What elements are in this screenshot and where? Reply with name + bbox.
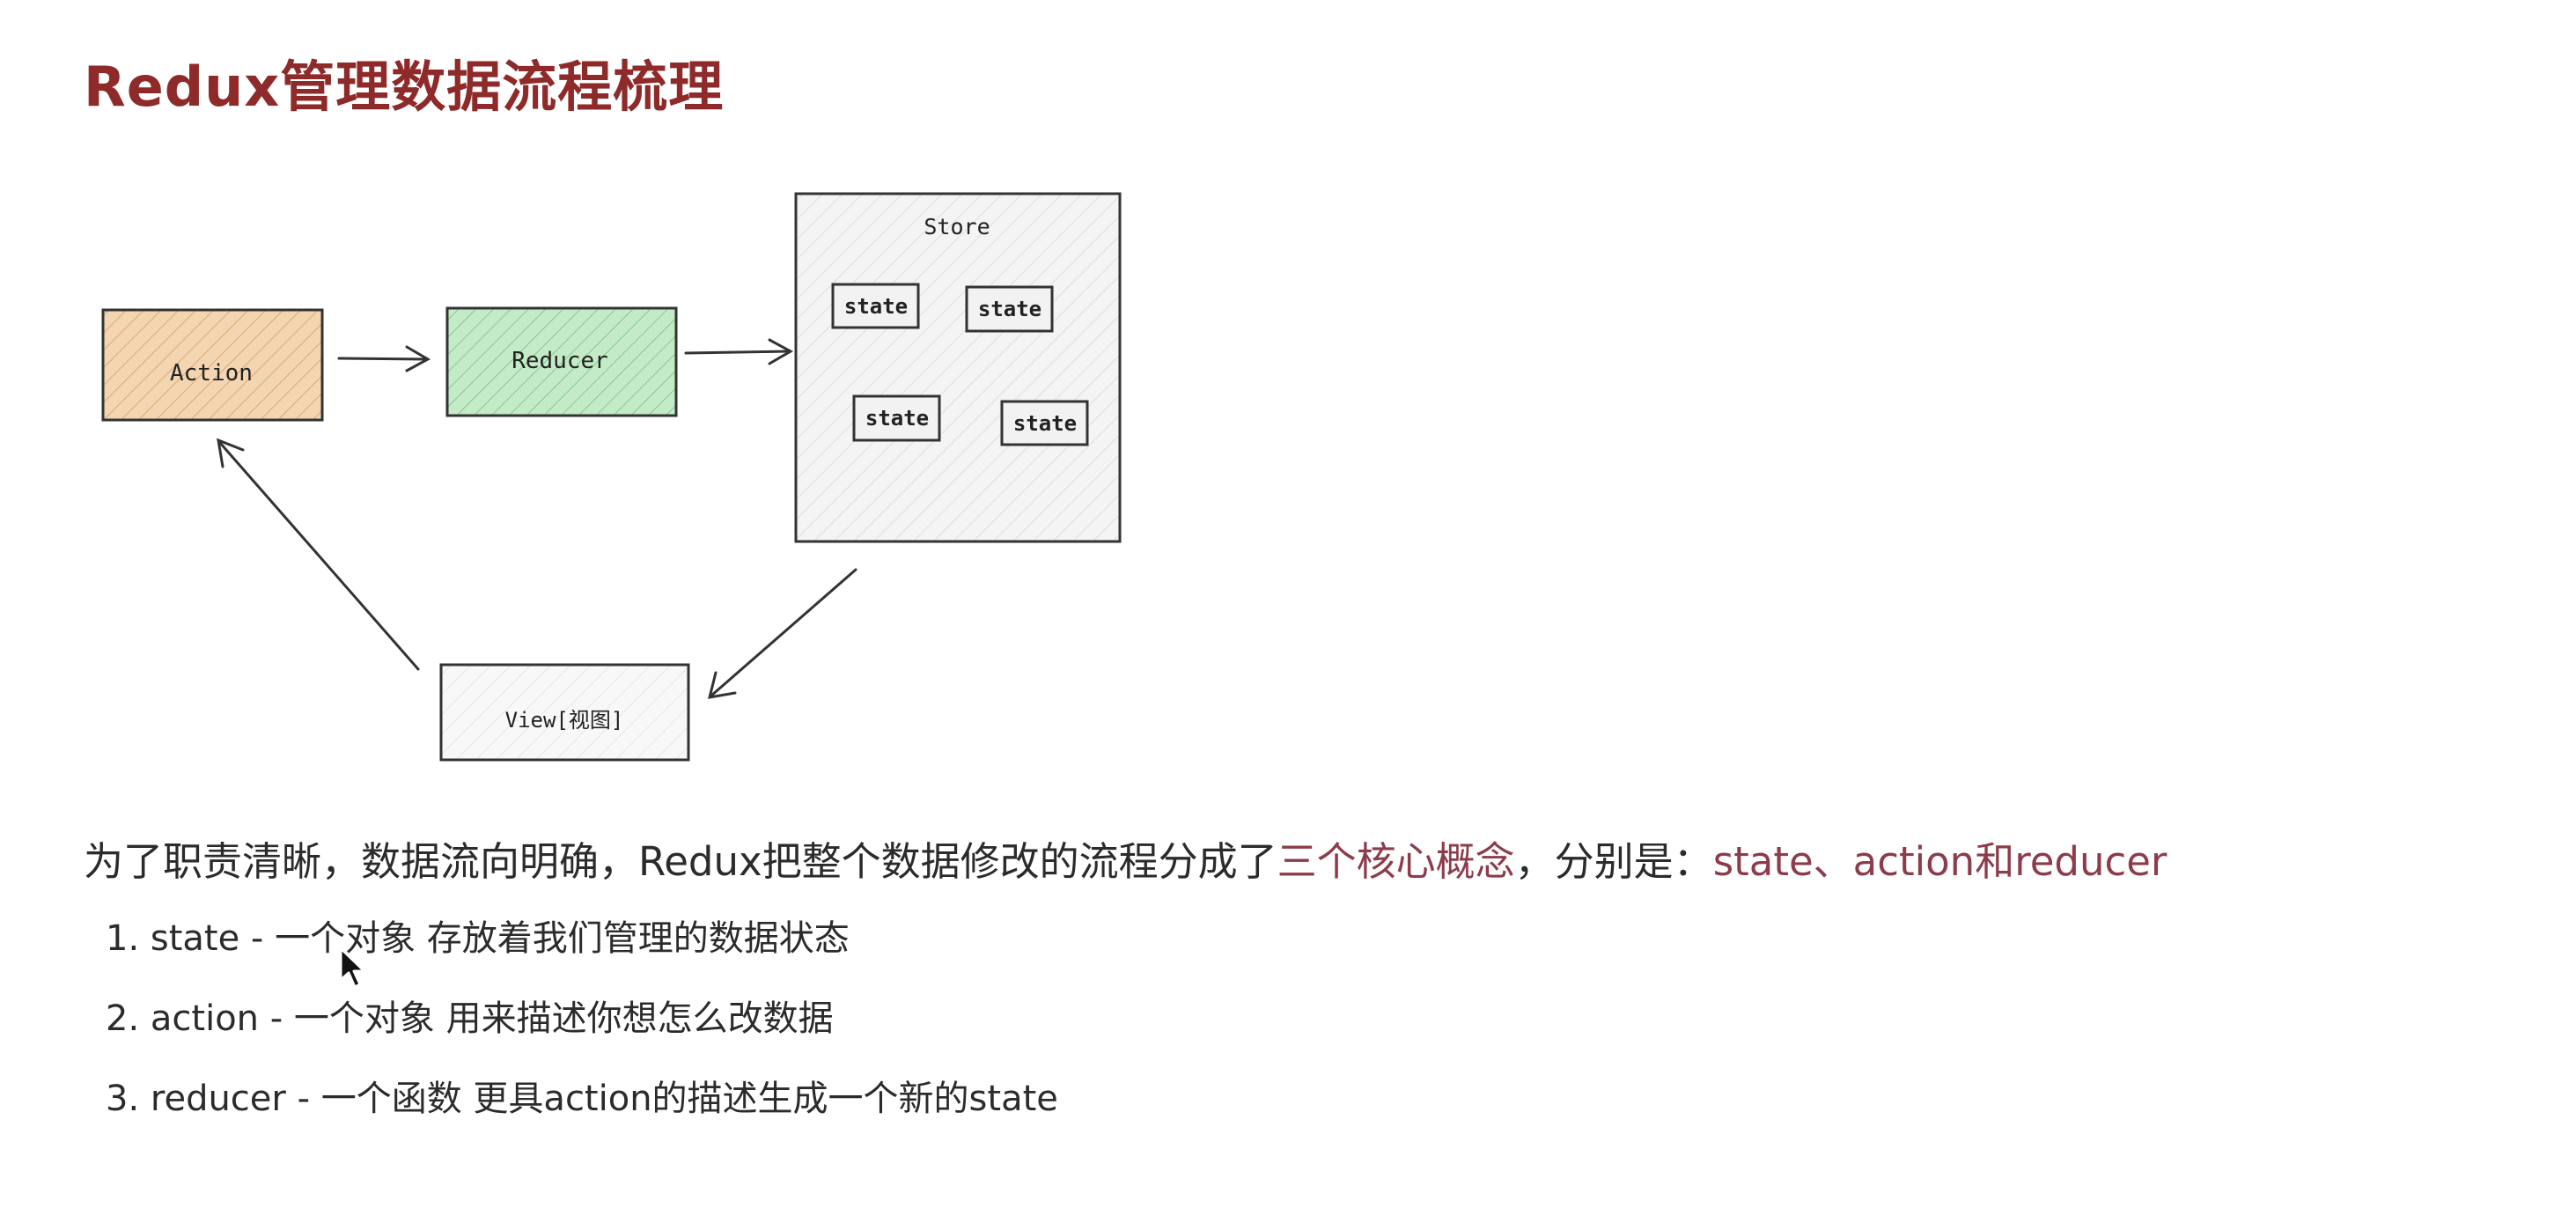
store-node: Store state state state state bbox=[794, 192, 1122, 543]
intro-highlight-terms: state、action和reducer bbox=[1712, 838, 2168, 885]
state-label: state bbox=[844, 294, 908, 319]
list-text: state - 一个对象 存放着我们管理的数据状态 bbox=[150, 918, 850, 959]
intro-text-middle: ，分别是： bbox=[1514, 838, 1713, 885]
view-node: View[视图] bbox=[439, 663, 690, 762]
reducer-node: Reducer bbox=[445, 306, 678, 417]
list-text: action - 一个对象 用来描述你想怎么改数据 bbox=[150, 998, 834, 1039]
arrow-reducer-to-store bbox=[684, 338, 794, 365]
store-state-3: state bbox=[852, 394, 941, 442]
store-label: Store bbox=[924, 214, 990, 239]
action-label: Action bbox=[170, 360, 253, 387]
redux-flow-diagram: Action Reducer Store state state state s… bbox=[101, 192, 1122, 762]
reducer-label: Reducer bbox=[512, 348, 608, 374]
concept-list: 1. state - 一个对象 存放着我们管理的数据状态 2. action -… bbox=[106, 916, 1058, 1156]
intro-highlight-concepts: 三个核心概念 bbox=[1277, 838, 1515, 885]
list-index: 2. bbox=[106, 998, 140, 1039]
intro-text-before: 为了职责清晰，数据流向明确，Redux把整个数据修改的流程分成了 bbox=[84, 838, 1277, 885]
list-item: 1. state - 一个对象 存放着我们管理的数据状态 bbox=[106, 916, 1058, 996]
store-state-2: state bbox=[965, 285, 1054, 333]
store-state-4: state bbox=[1000, 400, 1089, 446]
state-label: state bbox=[1013, 411, 1077, 436]
page-title: Redux管理数据流程梳理 bbox=[84, 55, 725, 119]
list-text: reducer - 一个函数 更具action的描述生成一个新的state bbox=[150, 1079, 1058, 1119]
list-item: 2. action - 一个对象 用来描述你想怎么改数据 bbox=[106, 996, 1058, 1076]
list-index: 1. bbox=[106, 918, 140, 959]
store-state-1: state bbox=[831, 283, 920, 329]
intro-paragraph: 为了职责清晰，数据流向明确，Redux把整个数据修改的流程分成了三个核心概念，分… bbox=[84, 829, 2167, 887]
view-label: View[视图] bbox=[505, 708, 624, 733]
action-node: Action bbox=[101, 308, 324, 422]
state-label: state bbox=[865, 406, 929, 431]
state-label: state bbox=[978, 297, 1041, 321]
list-index: 3. bbox=[106, 1079, 140, 1119]
arrow-store-to-view bbox=[707, 568, 857, 699]
list-item: 3. reducer - 一个函数 更具action的描述生成一个新的state bbox=[106, 1076, 1058, 1156]
arrow-view-to-action bbox=[217, 438, 420, 671]
arrow-action-to-reducer bbox=[337, 345, 431, 372]
mouse-pointer-icon bbox=[339, 947, 366, 989]
